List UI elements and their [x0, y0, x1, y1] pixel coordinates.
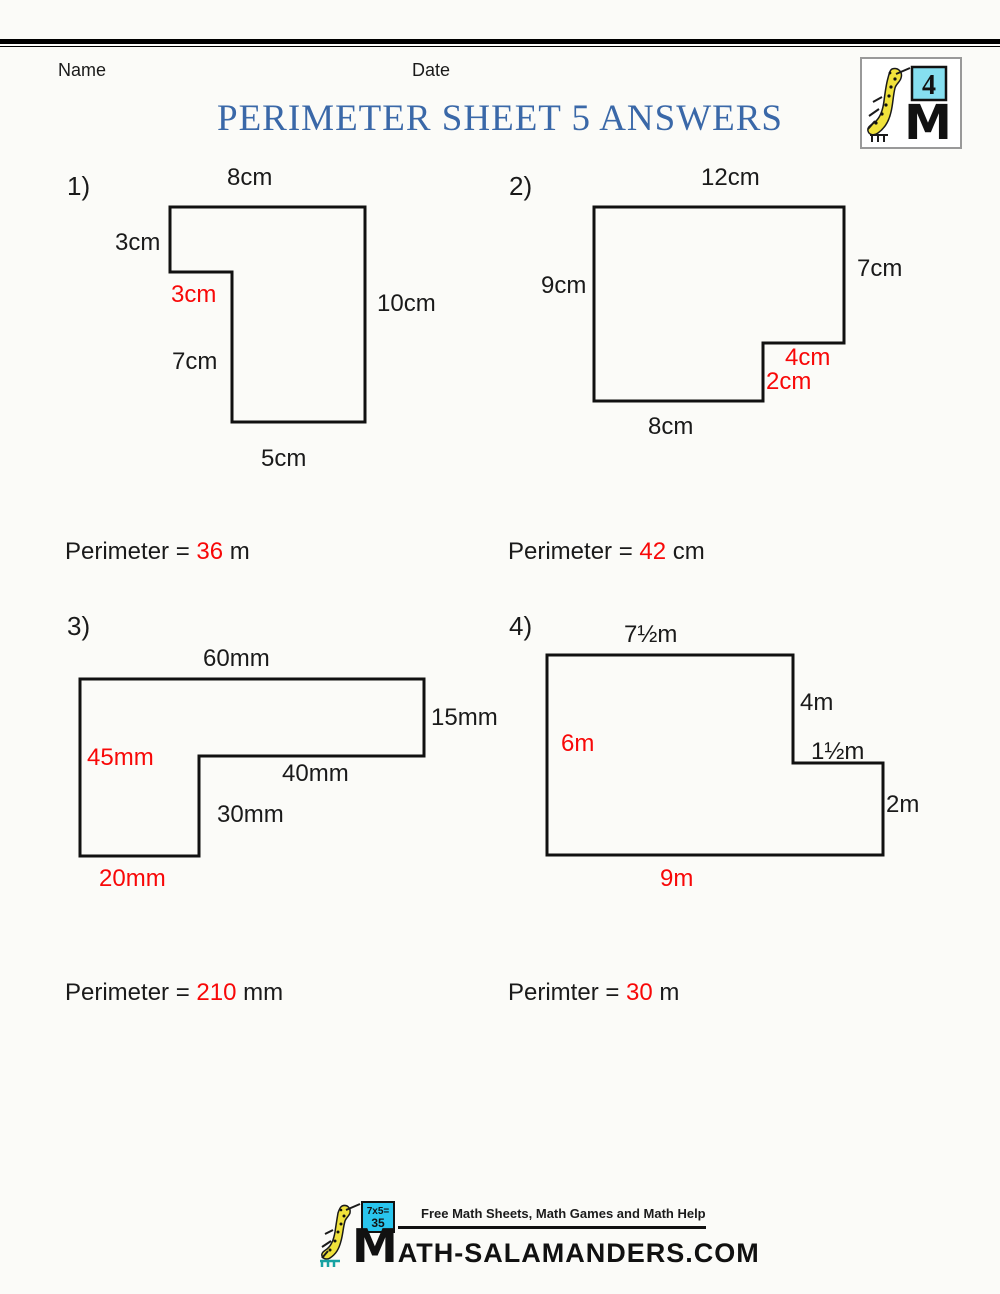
footer-board — [361, 1201, 395, 1233]
dim-label: 1½m — [811, 738, 865, 765]
answer-line: Perimeter = 210 mm — [65, 979, 283, 1007]
dim-label: 9m — [660, 865, 694, 892]
footer-tagline: Free Math Sheets, Math Games and Math He… — [421, 1206, 706, 1221]
dim-label: 9cm — [541, 272, 587, 299]
problem-2-number: 2) — [509, 171, 533, 201]
answer-value: 42 — [639, 538, 667, 565]
dim-label: 30mm — [217, 801, 284, 828]
grade-badge: 4 M — [860, 57, 962, 151]
answer-line: Perimeter = 42 cm — [508, 538, 705, 566]
answer-line: Perimeter = 36 m — [65, 538, 250, 566]
answer-value: 30 — [626, 979, 653, 1006]
footer-site-initial: M — [352, 1219, 398, 1273]
dim-label: 6m — [561, 730, 595, 757]
answer-prefix: Perimeter = — [65, 979, 197, 1006]
footer-board-line1: 7x5= — [367, 1206, 390, 1217]
dim-label: 60mm — [203, 645, 270, 672]
dim-label: 4m — [800, 689, 834, 716]
grade-board — [910, 65, 948, 102]
dim-label: 7cm — [857, 255, 903, 282]
footer-salamander-icon — [320, 1203, 361, 1267]
answer-suffix: m — [652, 979, 680, 1006]
dim-label: 15mm — [431, 704, 498, 731]
dim-label: 3cm — [171, 281, 217, 308]
badge-m-letter: M — [904, 95, 952, 147]
problem-3-number: 3) — [67, 611, 91, 641]
dim-label: 20mm — [99, 865, 166, 892]
salamander-icon — [867, 67, 911, 142]
answer-suffix: mm — [236, 979, 284, 1006]
top-rule — [0, 39, 1000, 47]
dim-label: 40mm — [282, 760, 349, 787]
dim-label: 10cm — [377, 290, 436, 317]
problem-1-shape — [168, 205, 367, 424]
dim-label: 8cm — [648, 413, 694, 440]
grade-badge-art: 4 M — [867, 65, 952, 151]
footer-rule — [398, 1226, 706, 1229]
dim-label: 2m — [886, 791, 920, 818]
footer-site-rest: ATH-SALAMANDERS.COM — [397, 1238, 760, 1268]
dim-label: 7½m — [624, 621, 678, 648]
problem-1-number: 1) — [67, 171, 91, 201]
footer-board-line2: 35 — [371, 1216, 385, 1230]
name-field-label: Name — [58, 60, 107, 80]
footer-salamander-board: 7x5= 35 — [320, 1201, 395, 1267]
page-title: PERIMETER SHEET 5 ANSWERS — [217, 98, 783, 139]
dim-label: 7cm — [172, 348, 218, 375]
answer-suffix: m — [223, 538, 250, 565]
answer-value: 210 — [196, 979, 237, 1006]
dim-label: 12cm — [701, 164, 760, 191]
dim-label: 8cm — [227, 164, 273, 191]
date-field-label: Date — [412, 60, 451, 80]
dim-label: 5cm — [261, 445, 307, 472]
answer-line: Perimter = 30 m — [508, 979, 679, 1007]
answer-prefix: Perimter = — [508, 979, 627, 1006]
footer-logo-art: 7x5= 35 — [316, 1198, 400, 1275]
dim-label: 4cm — [785, 344, 831, 371]
grade-number: 4 — [922, 70, 936, 101]
problem-4-number: 4) — [509, 611, 533, 641]
answer-prefix: Perimeter = — [508, 538, 640, 565]
answer-suffix: cm — [666, 538, 705, 565]
answer-prefix: Perimeter = — [65, 538, 197, 565]
answer-value: 36 — [196, 538, 224, 565]
dim-label: 3cm — [115, 229, 161, 256]
dim-label: 2cm — [766, 368, 812, 395]
dim-label: 45mm — [87, 744, 154, 771]
